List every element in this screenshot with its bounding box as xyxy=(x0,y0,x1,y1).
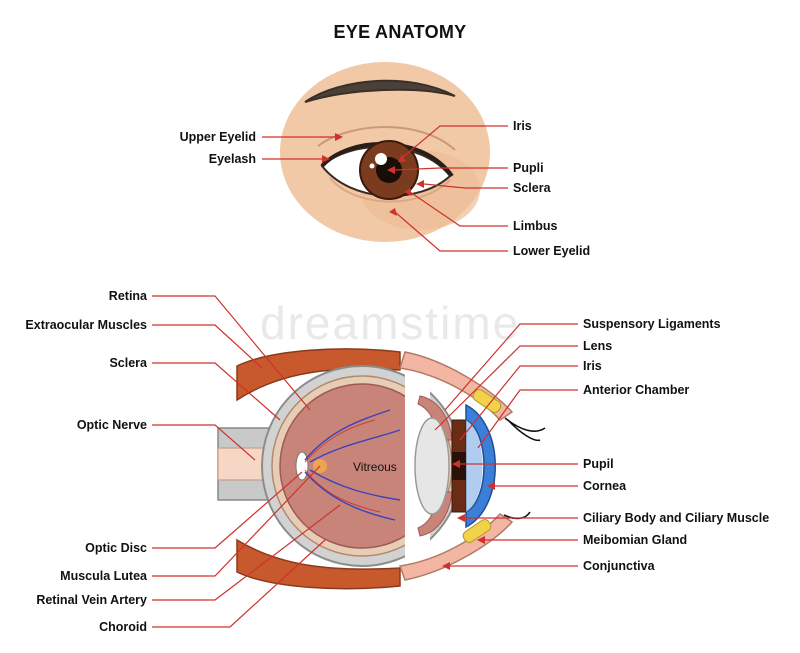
label-sclera-section: Sclera xyxy=(109,356,147,370)
label-pupli: Pupli xyxy=(513,161,544,175)
leader-lines xyxy=(152,125,578,628)
eye-cross-section xyxy=(217,348,546,590)
meibomian-gland xyxy=(462,519,492,543)
leader-arrowheads xyxy=(322,133,495,570)
diagram-title: EYE ANATOMY xyxy=(333,22,467,42)
vitreous-label: Vitreous xyxy=(353,460,397,474)
label-suspensory-ligaments: Suspensory Ligaments xyxy=(583,317,721,331)
upper-extraocular-muscle xyxy=(236,348,401,402)
front-eye-view xyxy=(280,62,490,242)
watermark: dreamstime xyxy=(260,297,521,349)
label-anterior-chamber: Anterior Chamber xyxy=(583,383,690,397)
label-cornea: Cornea xyxy=(583,479,627,493)
label-extraocular-muscles: Extraocular Muscles xyxy=(25,318,147,332)
label-sclera-front: Sclera xyxy=(513,181,551,195)
label-iris-front: Iris xyxy=(513,119,532,133)
label-meibomian-gland: Meibomian Gland xyxy=(583,533,688,547)
label-pupil: Pupil xyxy=(583,457,614,471)
label-ciliary-body-muscle: Ciliary Body and Ciliary Muscle xyxy=(583,511,770,525)
label-optic-nerve: Optic Nerve xyxy=(76,418,147,432)
label-optic-disc: Optic Disc xyxy=(85,541,147,555)
label-retinal-vein-artery: Retinal Vein Artery xyxy=(36,593,147,607)
anterior-chamber xyxy=(466,420,483,512)
retinal-vessels xyxy=(304,409,401,521)
lower-extraocular-muscle xyxy=(236,538,401,590)
label-retina: Retina xyxy=(108,289,147,303)
label-lens: Lens xyxy=(583,339,613,353)
eyebrow xyxy=(304,79,456,103)
lashes-section xyxy=(503,417,546,520)
label-lower-eyelid: Lower Eyelid xyxy=(513,244,591,258)
lens xyxy=(414,417,450,515)
label-musculа-lutea: Musculа Lutea xyxy=(60,569,147,583)
label-conjunctiva: Conjunctiva xyxy=(583,559,655,573)
label-limbus: Limbus xyxy=(513,219,558,233)
label-iris-section: Iris xyxy=(583,359,602,373)
label-upper-eyelid: Upper Eyelid xyxy=(179,130,256,144)
cornea xyxy=(465,403,496,529)
label-eyelash: Eyelash xyxy=(208,152,256,166)
label-choroid: Choroid xyxy=(99,620,147,634)
